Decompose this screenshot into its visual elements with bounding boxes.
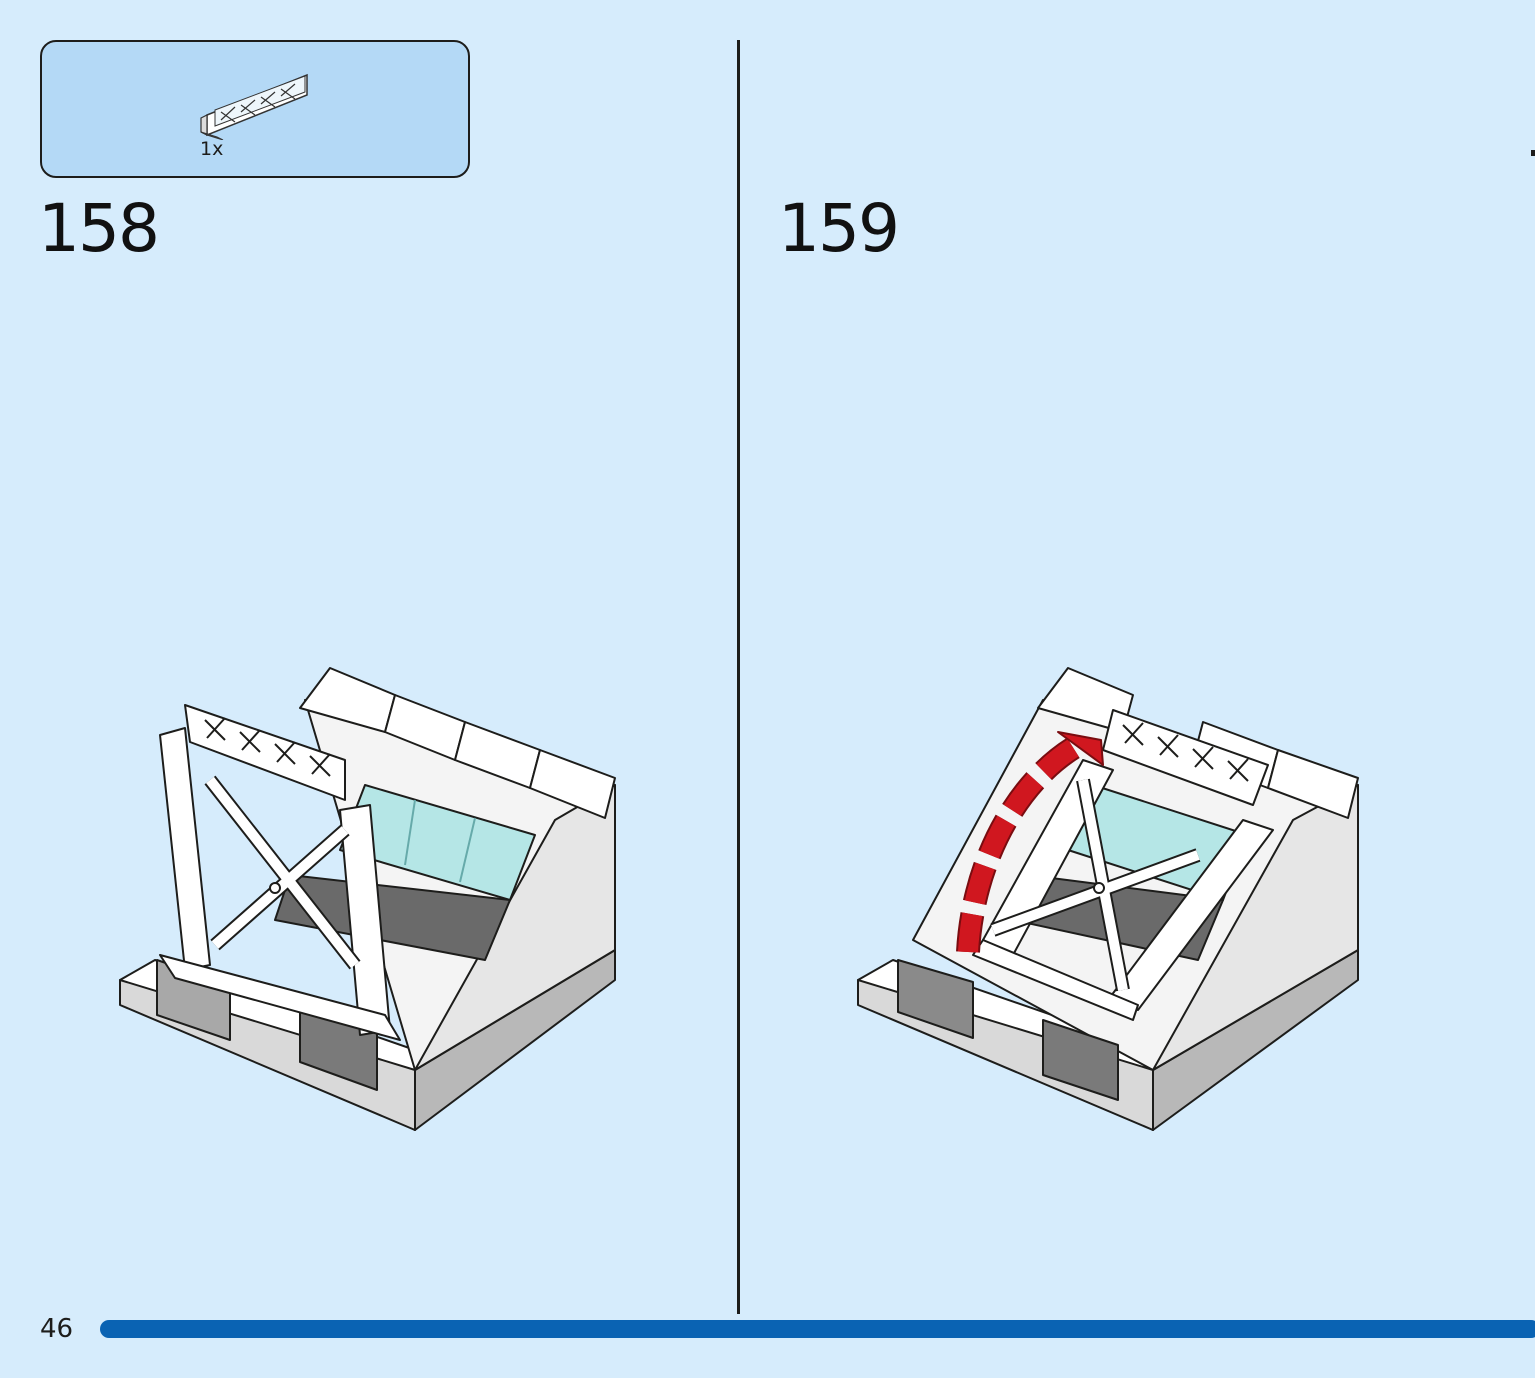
step-number-158: 158 bbox=[38, 190, 160, 267]
step-divider bbox=[737, 40, 740, 1314]
part-quantity: 1x bbox=[200, 138, 224, 160]
build-model-step-159 bbox=[857, 667, 1359, 1131]
build-model-step-158 bbox=[119, 667, 616, 1131]
page-number: 46 bbox=[40, 1314, 74, 1344]
step-number-159: 159 bbox=[778, 190, 900, 267]
parts-list-box: 1x bbox=[40, 40, 470, 178]
edge-mark bbox=[1531, 150, 1535, 156]
progress-bar bbox=[100, 1320, 1535, 1338]
white-fence-piece-icon bbox=[200, 73, 308, 140]
